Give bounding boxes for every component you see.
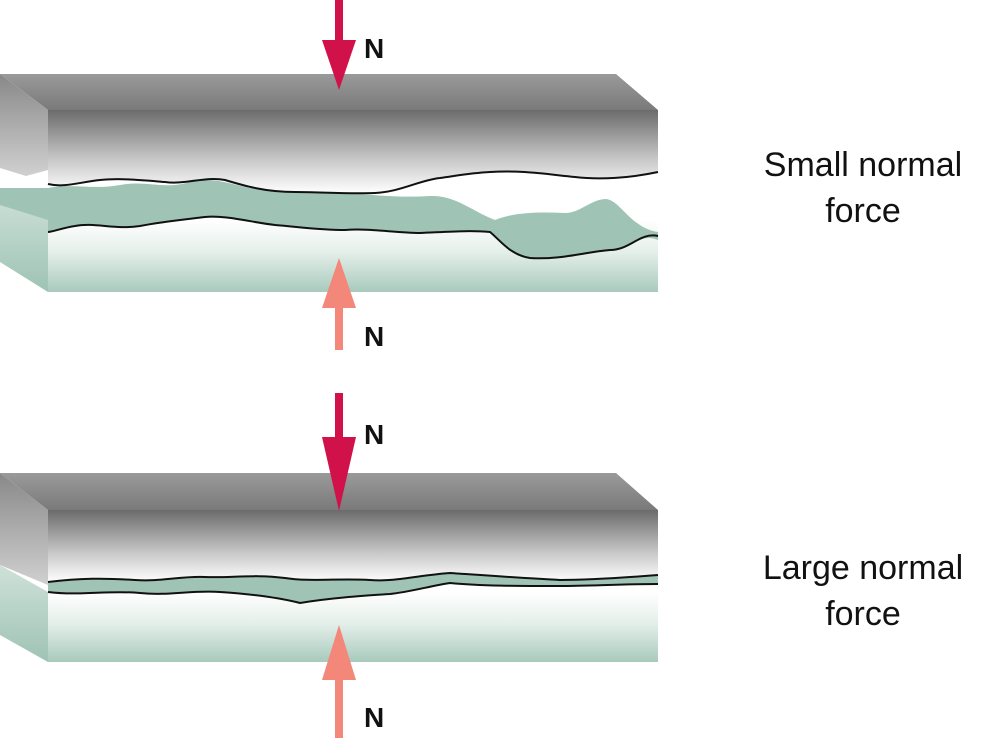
- caption-small-normal-force: Small normal force: [728, 142, 998, 234]
- contact-region: [0, 179, 658, 259]
- bottom-normal-force-arrow: [322, 258, 356, 350]
- upper-block-side: [0, 473, 48, 585]
- caption-line-2: force: [825, 192, 901, 230]
- upper-block-front: [48, 510, 658, 582]
- caption-line-1: Small normal: [763, 146, 963, 184]
- top-arrow-label: N: [364, 419, 384, 450]
- lower-surface-outline: [47, 215, 659, 260]
- caption-large-normal-force: Large normal force: [728, 545, 998, 637]
- caption-line-2: force: [825, 595, 901, 633]
- lower-block: [0, 565, 658, 662]
- top-arrow-label: N: [364, 33, 384, 64]
- top-normal-force-arrow: [322, 393, 356, 511]
- contact-region: [48, 573, 658, 603]
- bottom-arrow-label: N: [364, 321, 384, 352]
- top-normal-force-arrow: [322, 0, 356, 90]
- bottom-normal-force-arrow: [322, 625, 356, 738]
- lower-block-side: [0, 565, 48, 662]
- bottom-arrow-label: N: [364, 702, 384, 733]
- lower-surface-outline: [47, 581, 659, 605]
- caption-line-1: Large normal: [762, 549, 964, 587]
- upper-surface-outline: [47, 170, 659, 195]
- upper-block-side: [0, 74, 48, 176]
- upper-block: [0, 473, 658, 585]
- upper-block-top: [0, 473, 658, 510]
- upper-surface-outline: [47, 571, 659, 583]
- upper-block: [0, 74, 658, 194]
- upper-block-front: [48, 110, 658, 194]
- lower-block-front: [48, 592, 658, 662]
- panel-small-force: N N: [0, 0, 659, 352]
- panel-large-force: N N: [0, 393, 659, 738]
- upper-block-top: [0, 74, 658, 110]
